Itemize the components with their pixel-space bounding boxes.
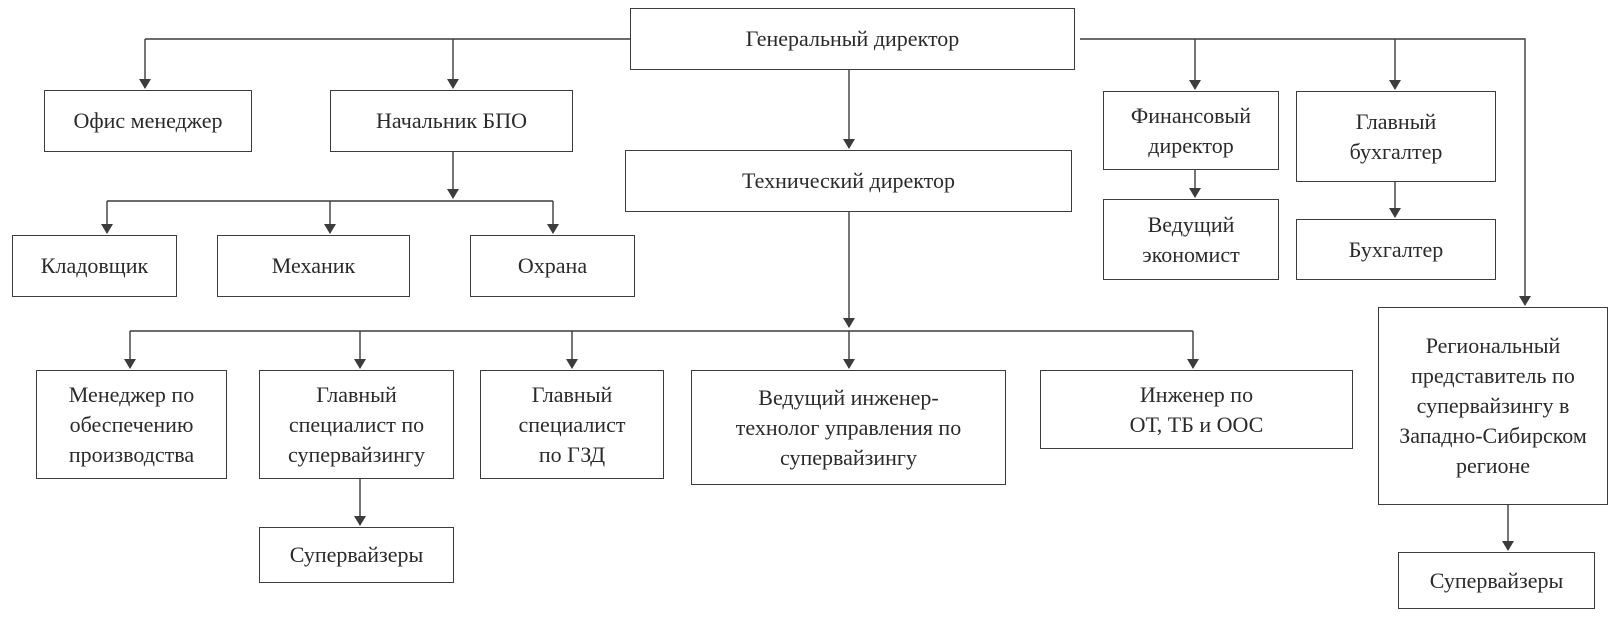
technical-director-box: Технический директор (625, 150, 1072, 212)
lead-process-engineer-box: Ведущий инженер- технолог управления по … (691, 370, 1006, 485)
connector-gd-right-bus (1080, 38, 1531, 306)
supervisors-box-2: Супервайзеры (1398, 552, 1595, 609)
chief-supervising-specialist-box: Главный специалист по супервайзингу (259, 370, 454, 479)
chief-accountant-box: Главный бухгалтер (1296, 91, 1496, 182)
regional-representative-box: Региональный представитель по супервайзи… (1378, 307, 1608, 505)
general-director-box: Генеральный директор (630, 8, 1075, 70)
accountant-box: Бухгалтер (1296, 219, 1496, 280)
ot-tb-oos-engineer-box: Инженер по ОТ, ТБ и ООС (1040, 370, 1353, 449)
production-manager-box: Менеджер по обеспечению производства (36, 370, 227, 479)
bpo-head-box: Начальник БПО (330, 90, 573, 152)
supervisors-box-1: Супервайзеры (259, 527, 454, 583)
lead-economist-box: Ведущий экономист (1103, 199, 1279, 280)
mechanic-box: Механик (217, 235, 410, 297)
chief-gzd-specialist-box: Главный специалист по ГЗД (480, 370, 664, 479)
office-manager-box: Офис менеджер (44, 90, 252, 152)
storekeeper-box: Кладовщик (12, 235, 177, 297)
financial-director-box: Финансовый директор (1103, 91, 1279, 170)
security-box: Охрана (470, 235, 635, 297)
